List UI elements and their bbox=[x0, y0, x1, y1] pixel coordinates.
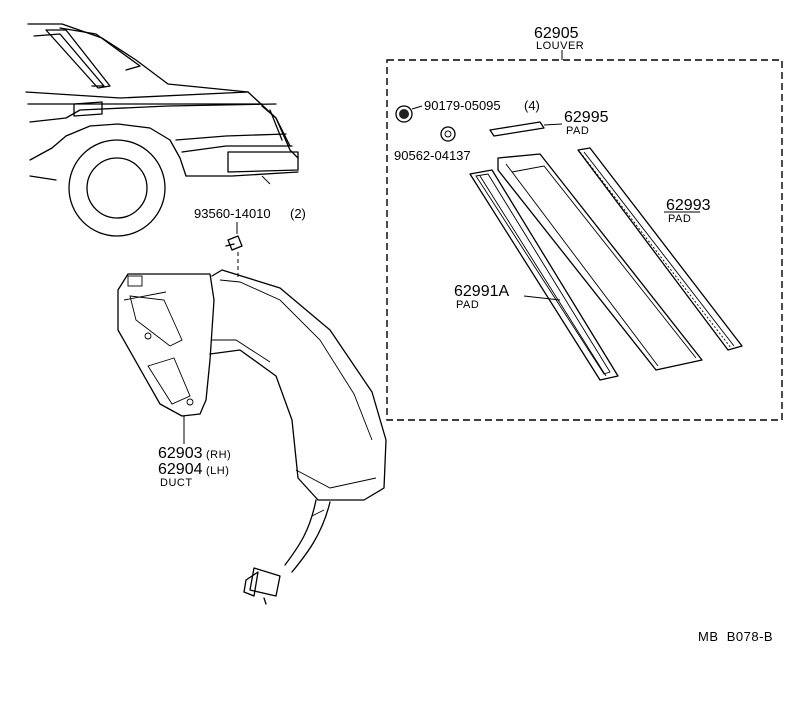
pad-left-number: 62991A bbox=[454, 283, 509, 300]
duct-name: DUCT bbox=[160, 477, 193, 489]
reference-code: MB B078-B bbox=[698, 629, 773, 644]
duct-lh-number: 62904 bbox=[158, 461, 203, 478]
louver-number: 62905 bbox=[534, 25, 579, 42]
clip-part bbox=[395, 105, 423, 123]
pad-left-name: PAD bbox=[456, 299, 479, 311]
louver-name: LOUVER bbox=[536, 40, 584, 52]
clip-number: 90179-05095 bbox=[424, 98, 501, 113]
pad-small-name: PAD bbox=[566, 125, 589, 137]
pad-right-number: 62993 bbox=[666, 197, 711, 214]
screw-number: 93560-14010 bbox=[194, 206, 271, 221]
left-pad-part bbox=[469, 169, 619, 381]
screw-part bbox=[225, 222, 243, 280]
pad-left-leader bbox=[523, 295, 561, 301]
washer-number: 90562-04137 bbox=[394, 148, 471, 163]
clip-qty: (4) bbox=[524, 98, 540, 113]
screw-qty: (2) bbox=[290, 206, 306, 221]
louver-assembly-box bbox=[386, 50, 783, 421]
duct-part bbox=[117, 269, 387, 605]
duct-lh-side: (LH) bbox=[206, 465, 229, 477]
louver-center-panel bbox=[497, 153, 703, 371]
pad-small-number: 62995 bbox=[564, 109, 609, 126]
small-pad-part bbox=[489, 121, 563, 137]
washer-part bbox=[440, 126, 456, 142]
pad-right-name: PAD bbox=[668, 213, 691, 225]
car-body-illustration bbox=[25, 23, 299, 237]
duct-rh-side: (RH) bbox=[206, 449, 231, 461]
right-pad-part bbox=[577, 147, 743, 351]
duct-rh-number: 62903 bbox=[158, 445, 203, 462]
